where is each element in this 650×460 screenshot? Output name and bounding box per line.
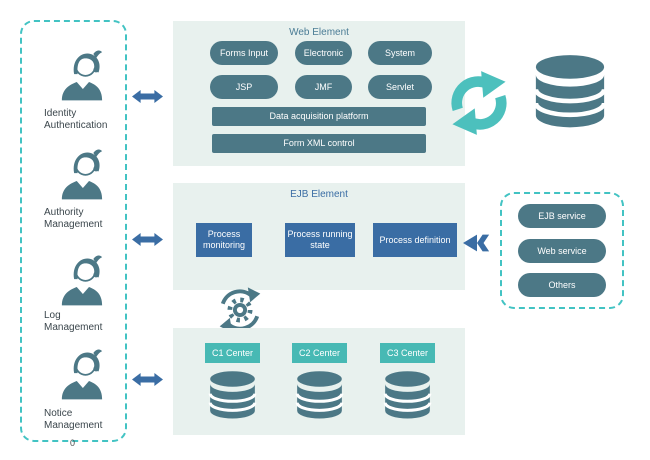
sync-arrows-icon	[445, 67, 513, 139]
ejb-element-title: EJB Element	[290, 189, 348, 200]
user-role-label-notice-management: Notice Management	[44, 408, 103, 431]
service-pill-ejb-service: EJB service	[518, 204, 606, 229]
services-group: EJB service Web service Others	[500, 192, 624, 309]
web-bar-form-xml-control: Form XML control	[212, 134, 426, 153]
ejb-box-process-definition: Process definition	[373, 223, 457, 257]
left-double-arrow-icon	[463, 233, 491, 253]
user-role-label-identity-authentication: Identity Authentication	[44, 108, 108, 131]
web-pill-electronic: Electronic	[295, 41, 352, 65]
center-box-c3: C3 Center	[380, 343, 435, 363]
database-icon	[380, 369, 435, 425]
database-icon	[292, 369, 347, 425]
double-arrow-icon	[132, 231, 163, 248]
user-role-label-log-management: Log Management	[44, 310, 103, 333]
ejb-box-process-monitoring: Process monitoring	[196, 223, 252, 257]
center-box-c2: C2 Center	[292, 343, 347, 363]
ejb-element-panel: EJB Element Process monitoring Process r…	[173, 183, 465, 290]
web-element-panel: Web Element Forms Input Electronic Syste…	[173, 21, 465, 166]
web-element-title: Web Element	[289, 27, 349, 38]
data-centers-panel: C1 Center C2 Center C3 Center	[173, 328, 465, 435]
double-arrow-icon	[132, 88, 163, 105]
web-pill-jsp: JSP	[210, 75, 278, 99]
center-box-c1: C1 Center	[205, 343, 260, 363]
ejb-box-process-running-state: Process running state	[285, 223, 355, 257]
double-arrow-icon	[132, 371, 163, 388]
database-icon	[528, 49, 612, 140]
database-icon	[205, 369, 260, 425]
web-pill-jmf: JMF	[295, 75, 352, 99]
group-footer-label: 0	[70, 438, 76, 448]
user-roles-group: Identity Authentication Authority Manage…	[20, 20, 127, 442]
user-role-label-authority-management: Authority Management	[44, 207, 103, 230]
user-icon	[54, 344, 110, 404]
service-pill-others: Others	[518, 272, 606, 297]
user-icon	[54, 250, 110, 310]
web-pill-forms-input: Forms Input	[210, 41, 278, 65]
service-pill-web-service: Web service	[518, 238, 606, 263]
user-icon	[54, 45, 110, 105]
user-icon	[54, 144, 110, 204]
web-pill-servlet: Servlet	[368, 75, 432, 99]
web-pill-system: System	[368, 41, 432, 65]
web-bar-data-acquisition-platform: Data acquisition platform	[212, 107, 426, 126]
